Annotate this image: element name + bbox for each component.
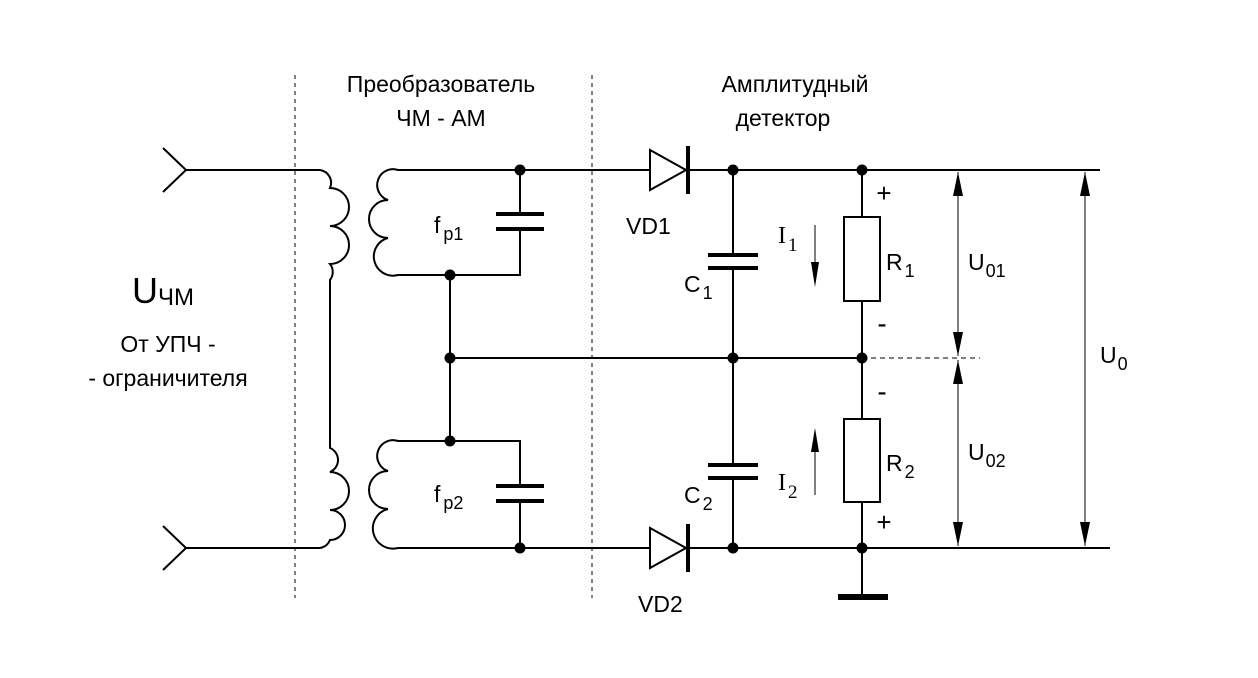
converter-title-line1: Преобразователь	[347, 71, 535, 97]
i2-arrow-icon	[811, 428, 819, 495]
junction-dot	[856, 164, 868, 176]
secondary-winding-top	[368, 168, 520, 277]
u0-arrow-icon	[1080, 172, 1090, 546]
junction-dot	[444, 269, 456, 281]
vd1-diode-icon	[649, 148, 689, 192]
r2-plus-sign: +	[876, 507, 891, 537]
junction-dot	[444, 435, 456, 447]
input-terminal-bottom	[162, 525, 188, 571]
r1-resistor-icon	[843, 216, 881, 302]
junction-dot	[444, 352, 456, 364]
vd2-diode-icon	[649, 526, 689, 570]
u0-label: U0	[1100, 342, 1128, 374]
junction-dot	[856, 542, 868, 554]
input-voltage-label: UЧМ	[132, 270, 194, 311]
i1-arrow-icon	[811, 225, 819, 287]
vd1-label: VD1	[626, 213, 671, 239]
input-source-line2: - ограничителя	[88, 365, 247, 391]
junction-dot	[727, 352, 739, 364]
secondary-winding-bottom	[368, 439, 520, 550]
detector-title-line2: детектор	[736, 105, 831, 131]
input-terminal-top	[162, 147, 188, 193]
u02-arrow-icon	[953, 360, 963, 546]
fp2-cap-wire-top	[450, 440, 521, 485]
r1-plus-sign: +	[876, 178, 891, 208]
primary-winding	[319, 169, 350, 549]
converter-title-line2: ЧМ - АМ	[396, 105, 485, 131]
junction-dots	[444, 164, 868, 554]
junction-dot	[856, 352, 868, 364]
u01-arrow-icon	[953, 172, 963, 356]
u01-label: U01	[968, 249, 1006, 281]
r2-minus-sign: -	[877, 376, 886, 407]
vd2-label: VD2	[638, 591, 683, 617]
fp1-cap-wire-bottom	[450, 229, 521, 276]
junction-dot	[727, 164, 739, 176]
r2-resistor-icon	[843, 418, 881, 503]
junction-dot	[514, 164, 526, 176]
input-source-line1: От УПЧ -	[120, 331, 215, 357]
junction-dot	[727, 542, 739, 554]
detector-title-line1: Амплитудный	[722, 71, 869, 97]
junction-dot	[514, 542, 526, 554]
u02-label: U02	[968, 439, 1006, 471]
r1-minus-sign: -	[877, 308, 886, 339]
